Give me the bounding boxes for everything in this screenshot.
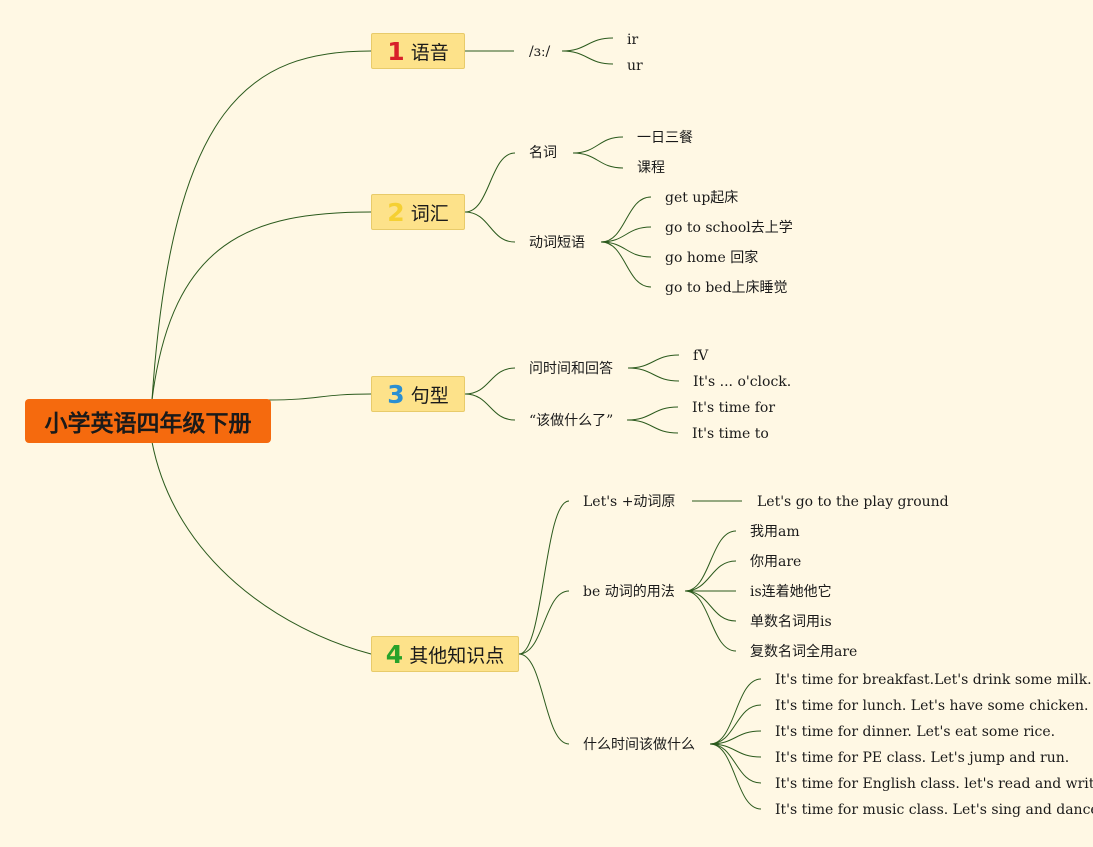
sentence-should-leaf[interactable]: It's time to <box>692 426 769 442</box>
vocab-verb-leaf[interactable]: get up起床 <box>665 190 739 206</box>
number-three-icon: 3 <box>387 379 405 409</box>
connector-line <box>709 678 762 745</box>
other-lets[interactable]: Let's +动词原 <box>583 494 676 510</box>
other-be-leaf[interactable]: 单数名词用is <box>750 614 832 630</box>
root-connector-line <box>151 211 372 401</box>
branch-sentences-label: 句型 <box>410 384 449 407</box>
connector-line <box>518 500 570 655</box>
sentence-ask-time[interactable]: 问时间和回答 <box>529 361 613 377</box>
connector-line <box>626 406 679 421</box>
vocab-nouns[interactable]: 名词 <box>529 145 557 161</box>
connector-line <box>709 743 762 784</box>
vocab-noun-leaf[interactable]: 一日三餐 <box>637 130 693 146</box>
connector-line <box>627 367 680 382</box>
connector-line <box>627 354 680 369</box>
connector-line <box>600 226 652 243</box>
connector-line <box>572 152 624 169</box>
other-lets-leaf[interactable]: Let's go to the play ground <box>757 494 949 510</box>
connector-line <box>684 530 737 592</box>
sentence-what-to-do[interactable]: “该做什么了” <box>529 413 614 429</box>
number-two-icon: 2 <box>387 197 405 227</box>
connector-line <box>709 730 762 745</box>
root-connector-line <box>151 50 372 401</box>
vocab-verb-leaf[interactable]: go to bed上床睡觉 <box>665 280 788 296</box>
connector-line <box>684 590 737 622</box>
sentence-should-leaf[interactable]: It's time for <box>692 400 776 416</box>
root-topic[interactable]: 小学英语四年级下册 <box>25 399 271 443</box>
phonics-leaf[interactable]: ur <box>627 58 643 74</box>
phonics-sound[interactable]: /ɜː/ <box>529 44 551 60</box>
other-when-to-do[interactable]: 什么时间该做什么 <box>583 737 695 753</box>
other-be-leaf[interactable]: 复数名词全用are <box>750 644 858 660</box>
connector-line <box>684 590 737 652</box>
connector-line <box>464 152 516 213</box>
connector-line <box>600 241 652 258</box>
branch-other-knowledge[interactable]: 4 其他知识点 <box>371 636 519 672</box>
other-when-leaf[interactable]: It's time for PE class. Let's jump and r… <box>775 750 1070 766</box>
other-be-verb[interactable]: be 动词的用法 <box>583 584 675 600</box>
connector-line <box>600 196 652 243</box>
sentence-time-leaf[interactable]: It's ... o'clock. <box>693 374 792 390</box>
connector-line <box>709 704 762 745</box>
vocab-noun-leaf[interactable]: 课程 <box>637 160 665 176</box>
vocab-verb-leaf[interactable]: go to school去上学 <box>665 220 793 236</box>
vocab-verb-phrases[interactable]: 动词短语 <box>529 235 585 251</box>
sentence-time-leaf[interactable]: fV <box>693 348 709 364</box>
other-when-leaf[interactable]: It's time for dinner. Let's eat some ric… <box>775 724 1056 740</box>
vocab-verb-leaf[interactable]: go home 回家 <box>665 250 759 266</box>
connector-line <box>600 241 652 288</box>
phonics-leaf[interactable]: ir <box>627 32 639 48</box>
other-when-leaf[interactable]: It's time for breakfast.Let's drink some… <box>775 672 1092 688</box>
branch-vocabulary-label: 词汇 <box>410 202 449 225</box>
connector-line <box>518 590 570 655</box>
connector-line <box>464 211 516 243</box>
branch-phonics-label: 语音 <box>410 41 449 64</box>
branch-other-label: 其他知识点 <box>409 644 505 667</box>
connector-line <box>561 37 614 52</box>
connector-line <box>561 50 614 65</box>
root-connector-line <box>151 441 372 655</box>
root-connector-line <box>267 393 372 401</box>
number-one-icon: 1 <box>387 36 405 66</box>
branch-phonics[interactable]: 1 语音 <box>371 33 465 69</box>
branch-vocabulary[interactable]: 2 词汇 <box>371 194 465 230</box>
other-be-leaf[interactable]: is连着她他它 <box>750 584 832 600</box>
connector-line <box>709 743 762 810</box>
connector-line <box>518 653 570 745</box>
other-when-leaf[interactable]: It's time for music class. Let's sing an… <box>775 802 1093 818</box>
other-when-leaf[interactable]: It's time for lunch. Let's have some chi… <box>775 698 1089 714</box>
branch-sentences[interactable]: 3 句型 <box>371 376 465 412</box>
other-be-leaf[interactable]: 我用am <box>750 524 800 540</box>
other-be-leaf[interactable]: 你用are <box>750 554 802 570</box>
other-when-leaf[interactable]: It's time for English class. let's read … <box>775 776 1093 792</box>
connector-line <box>572 136 624 154</box>
number-four-icon: 4 <box>385 639 404 669</box>
connector-line <box>684 560 737 592</box>
connector-line <box>464 393 516 421</box>
connector-line <box>464 367 516 395</box>
connector-line <box>626 419 679 434</box>
